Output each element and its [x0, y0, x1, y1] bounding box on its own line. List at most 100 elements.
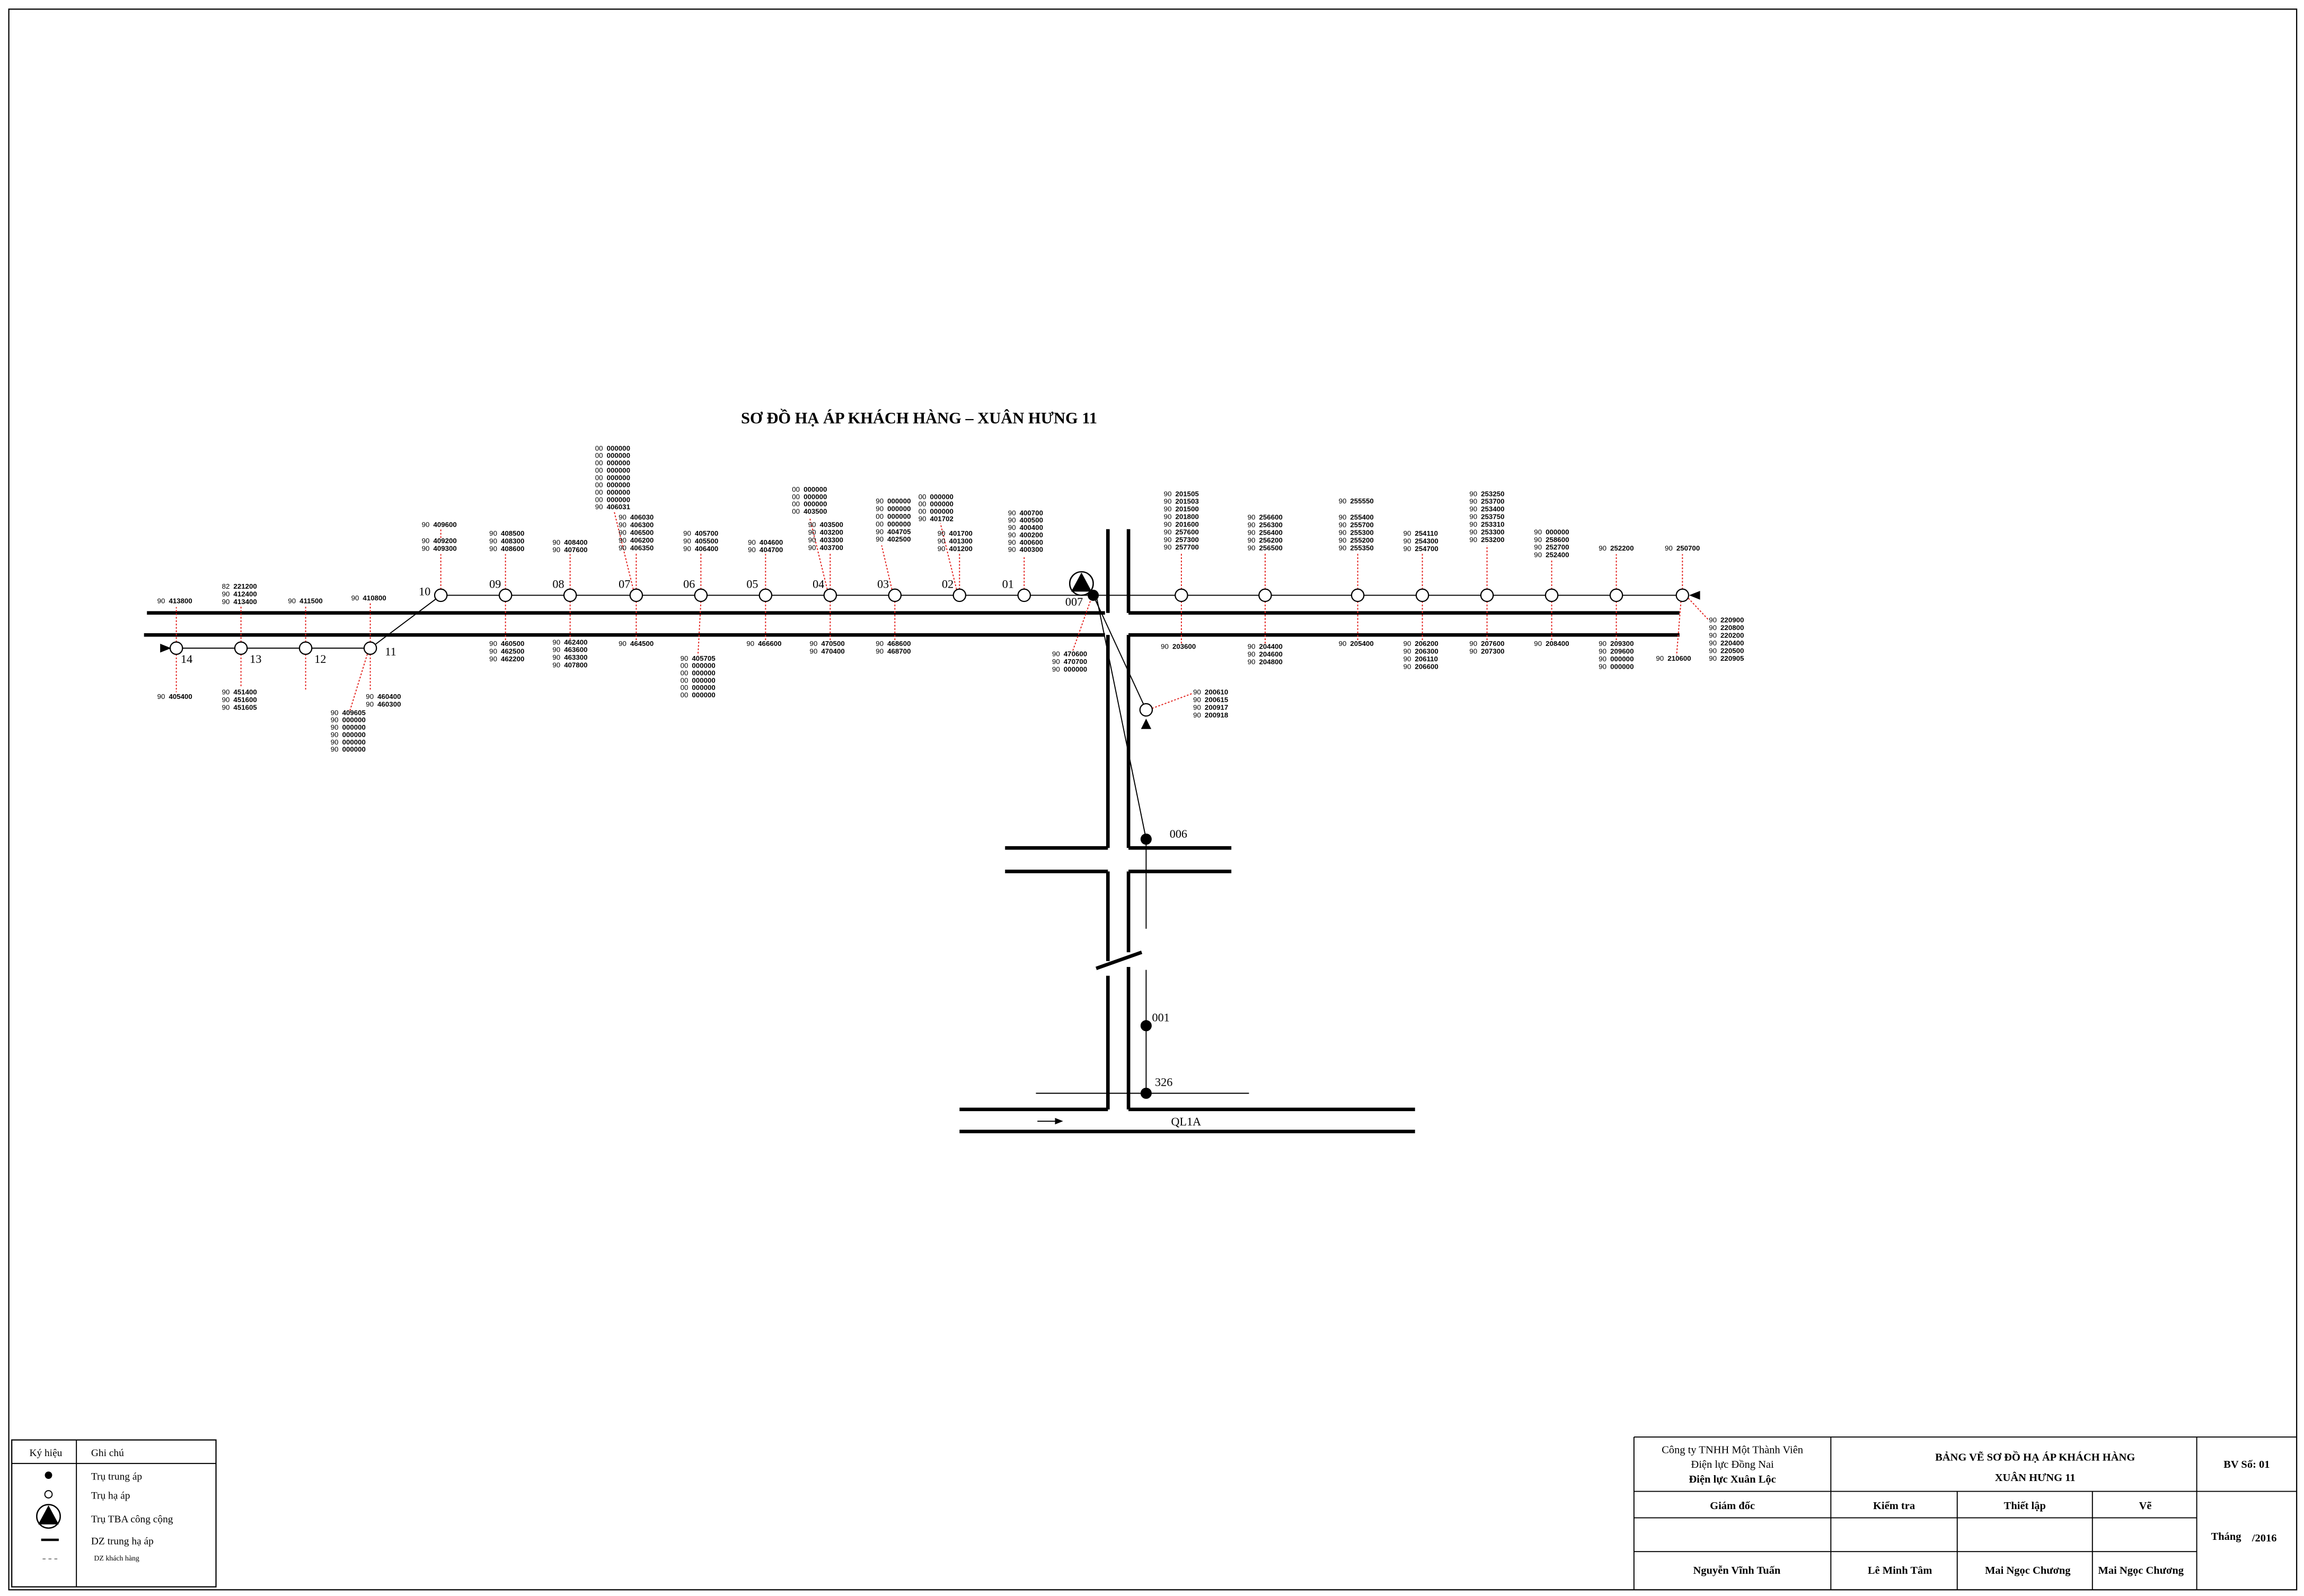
meter-number: 90 204400 — [1248, 643, 1283, 651]
pole-label-14: 14 — [181, 652, 192, 666]
meter-number: 90 470600 — [1052, 650, 1087, 658]
pole-label-11: 11 — [385, 645, 396, 658]
lv-pole-05[interactable] — [758, 588, 773, 602]
transformer-icon[interactable] — [1069, 571, 1094, 596]
lv-pole-08[interactable] — [563, 588, 577, 602]
legend-header-note: Ghi chú — [91, 1448, 124, 1459]
legend-item-customer-line: DZ khách hàng — [94, 1554, 139, 1562]
meter-number: 00 000000 — [681, 676, 716, 684]
meter-number: 90 413400 — [222, 598, 257, 606]
meter-group-r6b: 90 208400 — [1534, 640, 1569, 648]
customer-leader-line — [881, 545, 893, 590]
meter-number: 90 220400 — [1709, 639, 1744, 647]
customer-leader-line — [809, 517, 828, 590]
lv-pole-09[interactable] — [498, 588, 513, 602]
lv-pole-10[interactable] — [434, 588, 448, 602]
meter-number: 90 408400 — [552, 538, 587, 546]
pole-label-326: 326 — [1155, 1075, 1172, 1088]
direction-arrow-icon — [1689, 591, 1700, 600]
meter-number: 90 252400 — [1534, 551, 1569, 559]
pole-label-01: 01 — [1002, 578, 1014, 591]
mv-pole-006[interactable] — [1140, 834, 1152, 845]
meter-number: 90 204800 — [1248, 658, 1283, 666]
lines-layer — [176, 595, 1683, 1094]
lv-pole-r3[interactable] — [1350, 588, 1365, 602]
mv-pole-007[interactable] — [1088, 589, 1099, 601]
meter-number: 00 000000 — [595, 444, 630, 452]
meter-number: 90 468700 — [876, 647, 911, 655]
lv-pole-13[interactable] — [234, 641, 248, 655]
meter-number: 90 406200 — [619, 536, 654, 544]
meter-group-g05b: 90 466600 — [746, 640, 781, 648]
legend: Ký hiệu Ghi chú Trụ trung áp Trụ hạ áp T… — [11, 1439, 217, 1588]
meter-number: 90 206300 — [1403, 647, 1438, 655]
meter-number: 90 206110 — [1403, 655, 1438, 663]
mv-pole-326[interactable] — [1140, 1087, 1152, 1099]
meter-number: 90 255550 — [1339, 497, 1374, 505]
drawing-number: BV Số: 01 — [2223, 1459, 2270, 1470]
meter-number: 90 253200 — [1469, 536, 1504, 544]
meter-number: 90 000000 — [331, 723, 366, 731]
meter-number: 90 252700 — [1534, 543, 1569, 551]
mv-pole-001[interactable] — [1140, 1020, 1152, 1032]
meter-number: 90 404705 — [876, 528, 911, 536]
meter-number: 90 451400 — [222, 688, 257, 696]
lv-pole-04[interactable] — [823, 588, 837, 602]
meter-number: 90 400300 — [1008, 546, 1043, 554]
pole-label-07: 07 — [619, 578, 630, 591]
lv-pole-r2[interactable] — [1258, 588, 1272, 602]
legend-item-lv-pole: Trụ hạ áp — [91, 1490, 130, 1501]
meter-number: 90 208400 — [1534, 640, 1569, 648]
lv-pole-02[interactable] — [952, 588, 967, 602]
meter-number: 90 253310 — [1469, 520, 1504, 528]
role-checker: Kiểm tra — [1873, 1500, 1915, 1512]
lv-pole-03[interactable] — [888, 588, 902, 602]
meter-number: 00 000000 — [595, 459, 630, 467]
meter-number: 90 408300 — [489, 537, 524, 545]
lv-pole-01[interactable] — [1017, 588, 1031, 602]
customer-leader-line — [1072, 601, 1091, 652]
meter-number: 90 408500 — [489, 529, 524, 537]
lv-pole-r5[interactable] — [1480, 588, 1494, 602]
road-direction-arrow-icon — [1055, 1118, 1063, 1125]
meter-number: 90 206200 — [1403, 640, 1438, 648]
lv-pole-r6[interactable] — [1544, 588, 1559, 602]
lv-pole-r7[interactable] — [1609, 588, 1623, 602]
meter-number: 90 409300 — [422, 544, 457, 552]
title-block: Công ty TNHH Một Thành Viên Điện lực Đồn… — [1633, 1436, 2297, 1590]
lv-pole-r4[interactable] — [1415, 588, 1429, 602]
lv-pole-r1[interactable] — [1175, 588, 1188, 602]
meter-number: 90 466600 — [746, 640, 781, 648]
lv-pole-r8[interactable] — [1675, 588, 1690, 602]
meter-number: 90 400400 — [1008, 524, 1043, 531]
meter-number: 90 460400 — [366, 693, 401, 701]
lv-pole-06[interactable] — [694, 588, 708, 602]
legend-item-mv-lv-line: DZ trung hạ áp — [91, 1536, 154, 1547]
meter-number: 90 256500 — [1248, 544, 1283, 552]
meter-number: 90 201505 — [1164, 490, 1199, 498]
lv-pole-07[interactable] — [629, 588, 643, 602]
meter-number: 90 000000 — [331, 738, 366, 746]
lv-pole-icon — [44, 1490, 53, 1499]
pole-label-09: 09 — [489, 578, 501, 591]
lv-pole-12[interactable] — [298, 641, 313, 655]
meter-number: 90 460300 — [366, 700, 401, 708]
meter-number: 90 220500 — [1709, 646, 1744, 654]
meter-number: 00 000000 — [681, 662, 716, 670]
meter-number: 90 406300 — [619, 521, 654, 529]
meter-number: 90 250700 — [1665, 544, 1700, 552]
drawing-subtitle: XUÂN HƯNG 11 — [1995, 1471, 2076, 1484]
meter-number: 00 000000 — [919, 500, 954, 508]
lv-pole-11[interactable] — [363, 641, 377, 655]
lv-pole-t1[interactable] — [1139, 703, 1153, 717]
